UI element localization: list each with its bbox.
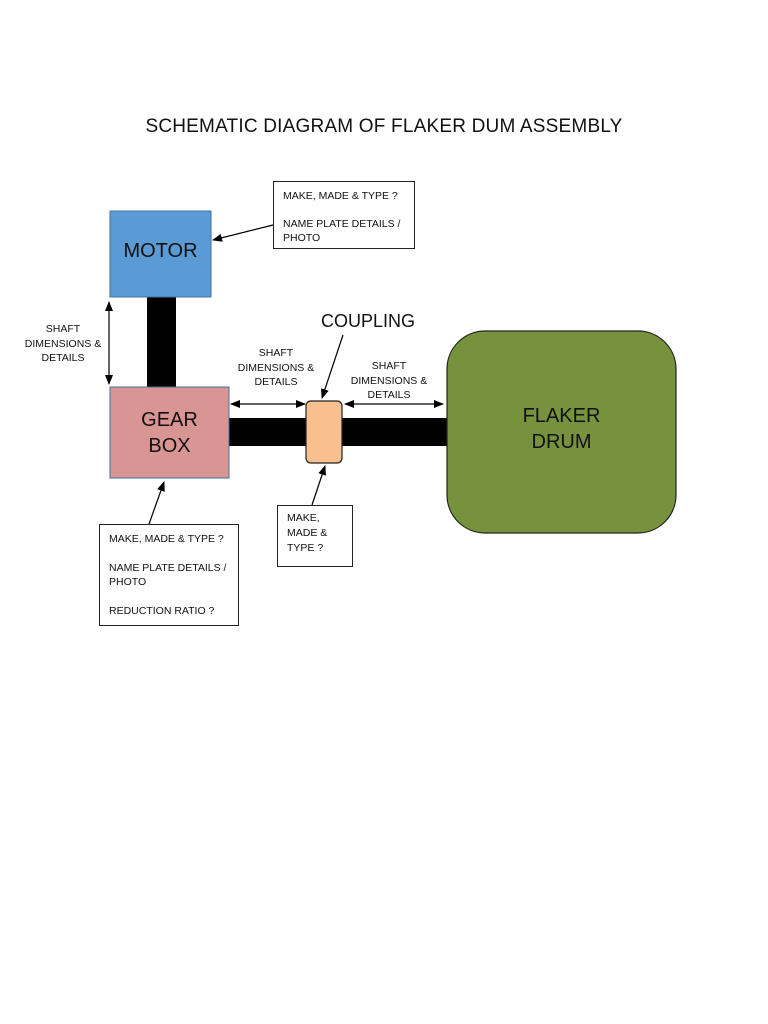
coupling-box	[305, 400, 343, 464]
flaker-drum-box	[446, 330, 677, 534]
coupling-drum-shaft-note: SHAFT DIMENSIONS & DETAILS	[350, 360, 428, 401]
gearbox-label-line1: GEAR	[141, 409, 198, 431]
gearbox-label: GEAR BOX	[110, 407, 229, 459]
flaker-drum-label-line1: FLAKER	[522, 405, 601, 427]
coupling-callout: MAKE, MADE & TYPE ?	[277, 505, 353, 567]
coupling-label-pointer	[321, 334, 344, 399]
vertical-shaft-note: SHAFT DIMENSIONS & DETAILS	[24, 323, 102, 364]
motor-box	[109, 210, 212, 298]
coupling-callout-line1: MAKE, MADE & TYPE ?	[287, 512, 328, 554]
motor-callout-line1: MAKE, MADE & TYPE ?	[283, 190, 398, 202]
motor-callout-line2: NAME PLATE DETAILS / PHOTO	[283, 218, 401, 244]
flaker-drum-label-line2: DRUM	[531, 431, 592, 453]
gearbox-callout: MAKE, MADE & TYPE ? NAME PLATE DETAILS /…	[99, 524, 239, 626]
motor-callout: MAKE, MADE & TYPE ? NAME PLATE DETAILS /…	[273, 181, 415, 249]
coupling-callout-pointer	[311, 465, 326, 506]
page-title: SCHEMATIC DIAGRAM OF FLAKER DUM ASSEMBLY	[145, 116, 623, 137]
flaker-drum-label: FLAKER DRUM	[447, 403, 676, 455]
gearbox-label-line2: BOX	[148, 435, 191, 457]
gearbox-callout-line2: NAME PLATE DETAILS / PHOTO	[109, 562, 227, 588]
motor-label: MOTOR	[123, 240, 198, 262]
gearbox-callout-line3: REDUCTION RATIO ?	[109, 605, 215, 617]
coupling-label: COUPLING	[321, 311, 416, 331]
gearbox-box	[109, 386, 230, 479]
gearbox-coupling-shaft-note: SHAFT DIMENSIONS & DETAILS	[237, 347, 315, 388]
gearbox-callout-line1: MAKE, MADE & TYPE ?	[109, 533, 224, 545]
motor-callout-pointer	[212, 224, 274, 242]
gearbox-callout-pointer	[148, 481, 165, 525]
vertical-shaft	[147, 297, 176, 389]
